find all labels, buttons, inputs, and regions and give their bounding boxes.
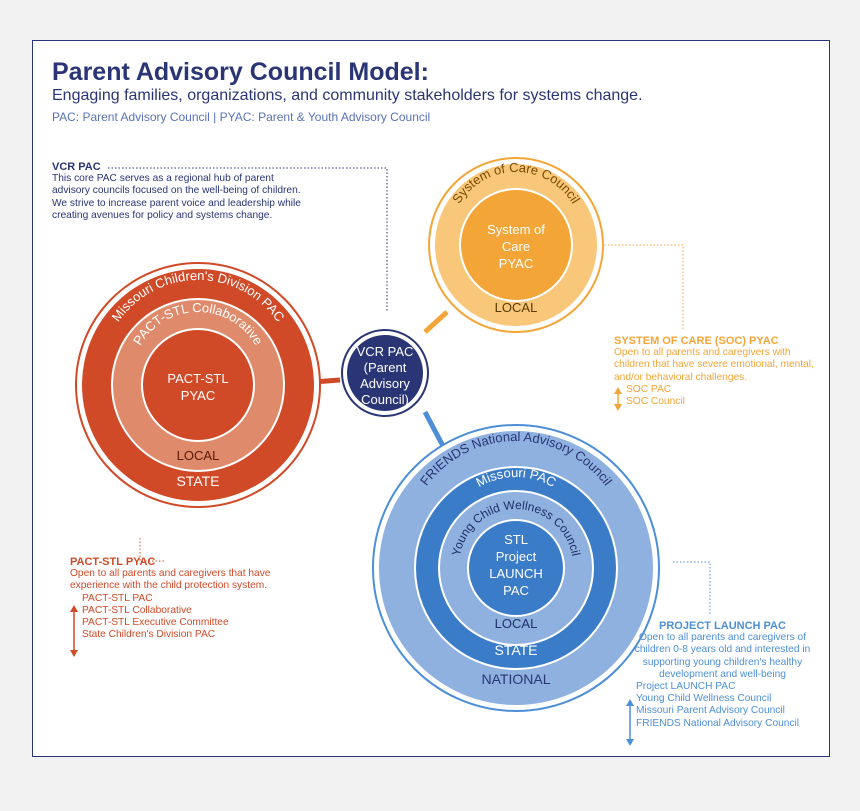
pact-circle: Missouri Children's Division PAC PACT-ST…	[75, 262, 321, 508]
pact-band-state: STATE	[176, 473, 219, 489]
page-subtitle: Engaging families, organizations, and co…	[52, 87, 643, 104]
abbreviation-legend: PAC: Parent Advisory Council | PYAC: Par…	[52, 110, 431, 124]
vcr-hub: VCR PAC (Parent Advisory Council)	[341, 329, 429, 417]
soc-note: SYSTEM OF CARE (SOC) PYAC Open to all pa…	[614, 335, 824, 408]
launch-connector	[422, 410, 446, 448]
pact-list-item: PACT-STL Collaborative	[82, 604, 192, 616]
soc-leader-line	[587, 244, 684, 330]
launch-note-body: Open to all parents and caregivers of ch…	[634, 632, 811, 680]
launch-band-state: STATE	[494, 642, 537, 658]
soc-list-item: SOC PAC	[626, 383, 672, 395]
vcr-note-heading: VCR PAC	[52, 161, 101, 173]
launch-leader-line	[673, 561, 711, 615]
pact-leader-line	[139, 538, 164, 562]
launch-list-item: Young Child Wellness Council	[636, 693, 772, 705]
vcr-note: VCR PAC This core PAC serves as a region…	[52, 161, 312, 222]
soc-connector	[423, 310, 449, 334]
pact-band-local: LOCAL	[177, 448, 220, 463]
pact-list-item: State Children's Division PAC	[82, 629, 216, 641]
soc-list-arrow	[614, 387, 622, 411]
launch-inner-line-4: PAC	[503, 583, 529, 598]
soc-band-local: LOCAL	[495, 300, 538, 315]
launch-note-heading: PROJECT LAUNCH PAC	[659, 620, 786, 632]
pact-inner-line-1: PACT-STL	[167, 371, 228, 386]
launch-inner-line-1: STL	[504, 532, 528, 547]
launch-list-item: FRIENDS National Advisory Council	[636, 717, 800, 729]
launch-list-item: Project LAUNCH PAC	[636, 681, 736, 693]
soc-inner-line-1: System of	[487, 222, 545, 237]
hub-line-3: Advisory	[360, 376, 410, 391]
pact-list-arrow	[70, 605, 78, 657]
pact-list-item: PACT-STL Executive Committee	[82, 617, 229, 629]
hub-line-4: Council)	[361, 392, 409, 407]
soc-inner-line-2: Care	[502, 239, 530, 254]
launch-band-local: LOCAL	[495, 616, 538, 631]
launch-circle: FRIENDS National Advisory Council Missou…	[372, 424, 660, 712]
soc-note-heading: SYSTEM OF CARE (SOC) PYAC	[614, 335, 779, 347]
launch-inner-line-3: LAUNCH	[489, 566, 542, 581]
launch-note: PROJECT LAUNCH PAC Open to all parents a…	[620, 620, 825, 730]
hub-line-1: VCR PAC	[357, 344, 414, 359]
launch-inner-line-2: Project	[496, 549, 537, 564]
pact-note: PACT-STL PYAC Open to all parents and ca…	[70, 556, 280, 641]
pact-inner-line-2: PYAC	[181, 388, 215, 403]
soc-note-body: Open to all parents and caregivers with …	[614, 347, 814, 383]
page-title: Parent Advisory Council Model:	[52, 58, 429, 86]
pact-note-body: Open to all parents and caregivers that …	[70, 568, 271, 592]
launch-list-arrow	[626, 699, 634, 746]
vcr-note-body: This core PAC serves as a regional hub o…	[52, 173, 301, 221]
launch-band-national: NATIONAL	[482, 671, 551, 687]
vcr-leader-line	[108, 167, 388, 312]
pact-note-heading: PACT-STL PYAC	[70, 556, 156, 568]
pact-list-item: PACT-STL PAC	[82, 592, 153, 604]
soc-list-item: SOC Council	[626, 396, 685, 408]
soc-inner-line-3: PYAC	[499, 256, 533, 271]
hub-line-2: (Parent	[364, 360, 407, 375]
soc-circle: System of Care Council System of Care PY…	[428, 157, 604, 333]
launch-list-item: Missouri Parent Advisory Council	[636, 705, 785, 717]
